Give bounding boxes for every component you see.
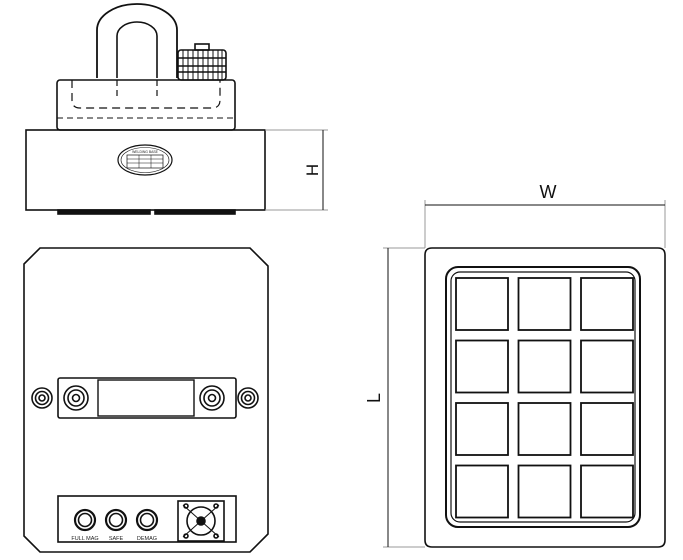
control-panel xyxy=(57,495,237,543)
handle-knob xyxy=(177,49,227,81)
pole-frame xyxy=(445,266,641,528)
full-mag-button xyxy=(73,508,97,532)
nameplate-brand: WELDING BASE xyxy=(132,150,159,154)
top-view-outline xyxy=(23,247,269,553)
pole-face-outline xyxy=(424,247,666,548)
base-block xyxy=(25,129,266,211)
pole-grid xyxy=(455,277,634,519)
pole-block xyxy=(517,277,572,331)
button-label-full-mag: FULL MAG xyxy=(71,536,98,542)
button-label-demag: DEMAG xyxy=(137,536,157,542)
side-view xyxy=(25,3,266,215)
power-connector xyxy=(177,500,225,542)
lifting-shackle xyxy=(96,3,178,78)
pole-block xyxy=(455,402,509,456)
bolt-hole-right-inner xyxy=(199,385,225,411)
bolt-hole-left-outer xyxy=(31,387,53,409)
nameplate xyxy=(117,144,173,176)
pole-block xyxy=(580,402,634,456)
pole-block xyxy=(580,464,634,519)
lifting-bar xyxy=(57,377,237,419)
bolt-hole-left-inner xyxy=(63,385,89,411)
safe-button xyxy=(104,508,128,532)
pole-block xyxy=(517,339,572,394)
lifting-shackle-inner xyxy=(116,21,158,78)
length-dimension xyxy=(383,247,425,548)
pole-block xyxy=(580,339,634,394)
pole-block xyxy=(580,277,634,331)
height-label: H xyxy=(303,164,322,176)
bolt-hole-right-outer xyxy=(237,387,259,409)
pole-block xyxy=(455,277,509,331)
width-dimension xyxy=(424,200,666,248)
top-view xyxy=(23,247,269,553)
length-label: L xyxy=(364,393,384,403)
pole-block xyxy=(517,402,572,456)
button-label-safe: SAFE xyxy=(109,536,124,542)
pole-face-view xyxy=(424,247,666,548)
upper-housing xyxy=(56,79,236,131)
width-label: W xyxy=(540,182,557,202)
pole-block xyxy=(455,464,509,519)
pole-block xyxy=(455,339,509,394)
height-dimension xyxy=(265,129,328,211)
pole-block xyxy=(517,464,572,519)
demag-button xyxy=(135,508,159,532)
